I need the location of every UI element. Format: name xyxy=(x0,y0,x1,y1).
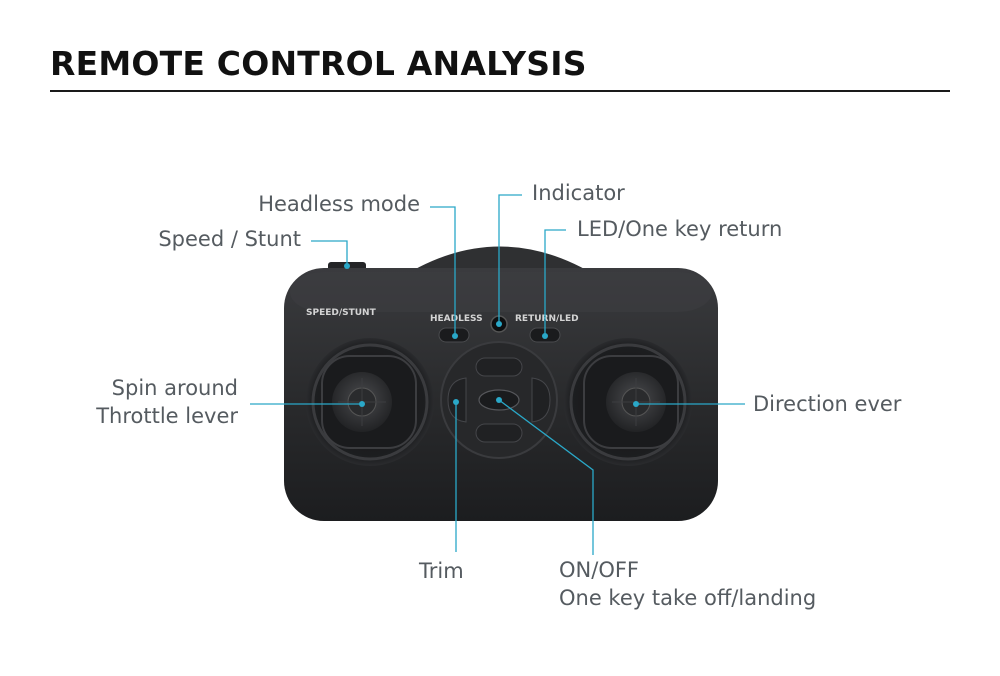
label-headless-mode: Headless mode xyxy=(258,192,420,216)
label-indicator: Indicator xyxy=(532,181,625,205)
label-speed-stunt: Speed / Stunt xyxy=(158,227,301,251)
callout-line-led-return xyxy=(544,229,566,336)
label-direction: Direction ever xyxy=(753,392,902,416)
title-underline xyxy=(50,90,950,92)
label-spin-around: Spin around xyxy=(111,376,238,400)
left-joystick[interactable] xyxy=(306,338,434,466)
right-joystick[interactable] xyxy=(564,338,692,466)
controller-label-return-led: RETURN/LED xyxy=(515,314,579,324)
page-title: REMOTE CONTROL ANALYSIS xyxy=(50,44,587,83)
callout-line-headless xyxy=(430,206,456,336)
controller-body-highlight xyxy=(290,272,712,312)
trim-down-button xyxy=(475,423,523,443)
controller-label-speed-stunt: SPEED/STUNT xyxy=(306,308,377,318)
trim-up-button xyxy=(475,357,523,377)
callout-dots xyxy=(344,263,639,407)
callout-line-indicator xyxy=(498,194,522,324)
trim-right-button xyxy=(531,377,551,423)
label-led-return: LED/One key return xyxy=(577,217,783,241)
controller-label-headless: HEADLESS xyxy=(430,314,483,324)
callout-line-onoff xyxy=(498,399,594,555)
callout-line-speed-stunt xyxy=(311,240,348,266)
label-trim: Trim xyxy=(419,559,464,583)
label-throttle-lever: Throttle lever xyxy=(96,404,238,428)
label-onoff: ON/OFF xyxy=(559,558,640,582)
callout-lines xyxy=(250,194,745,555)
label-takeoff-landing: One key take off/landing xyxy=(559,586,817,610)
